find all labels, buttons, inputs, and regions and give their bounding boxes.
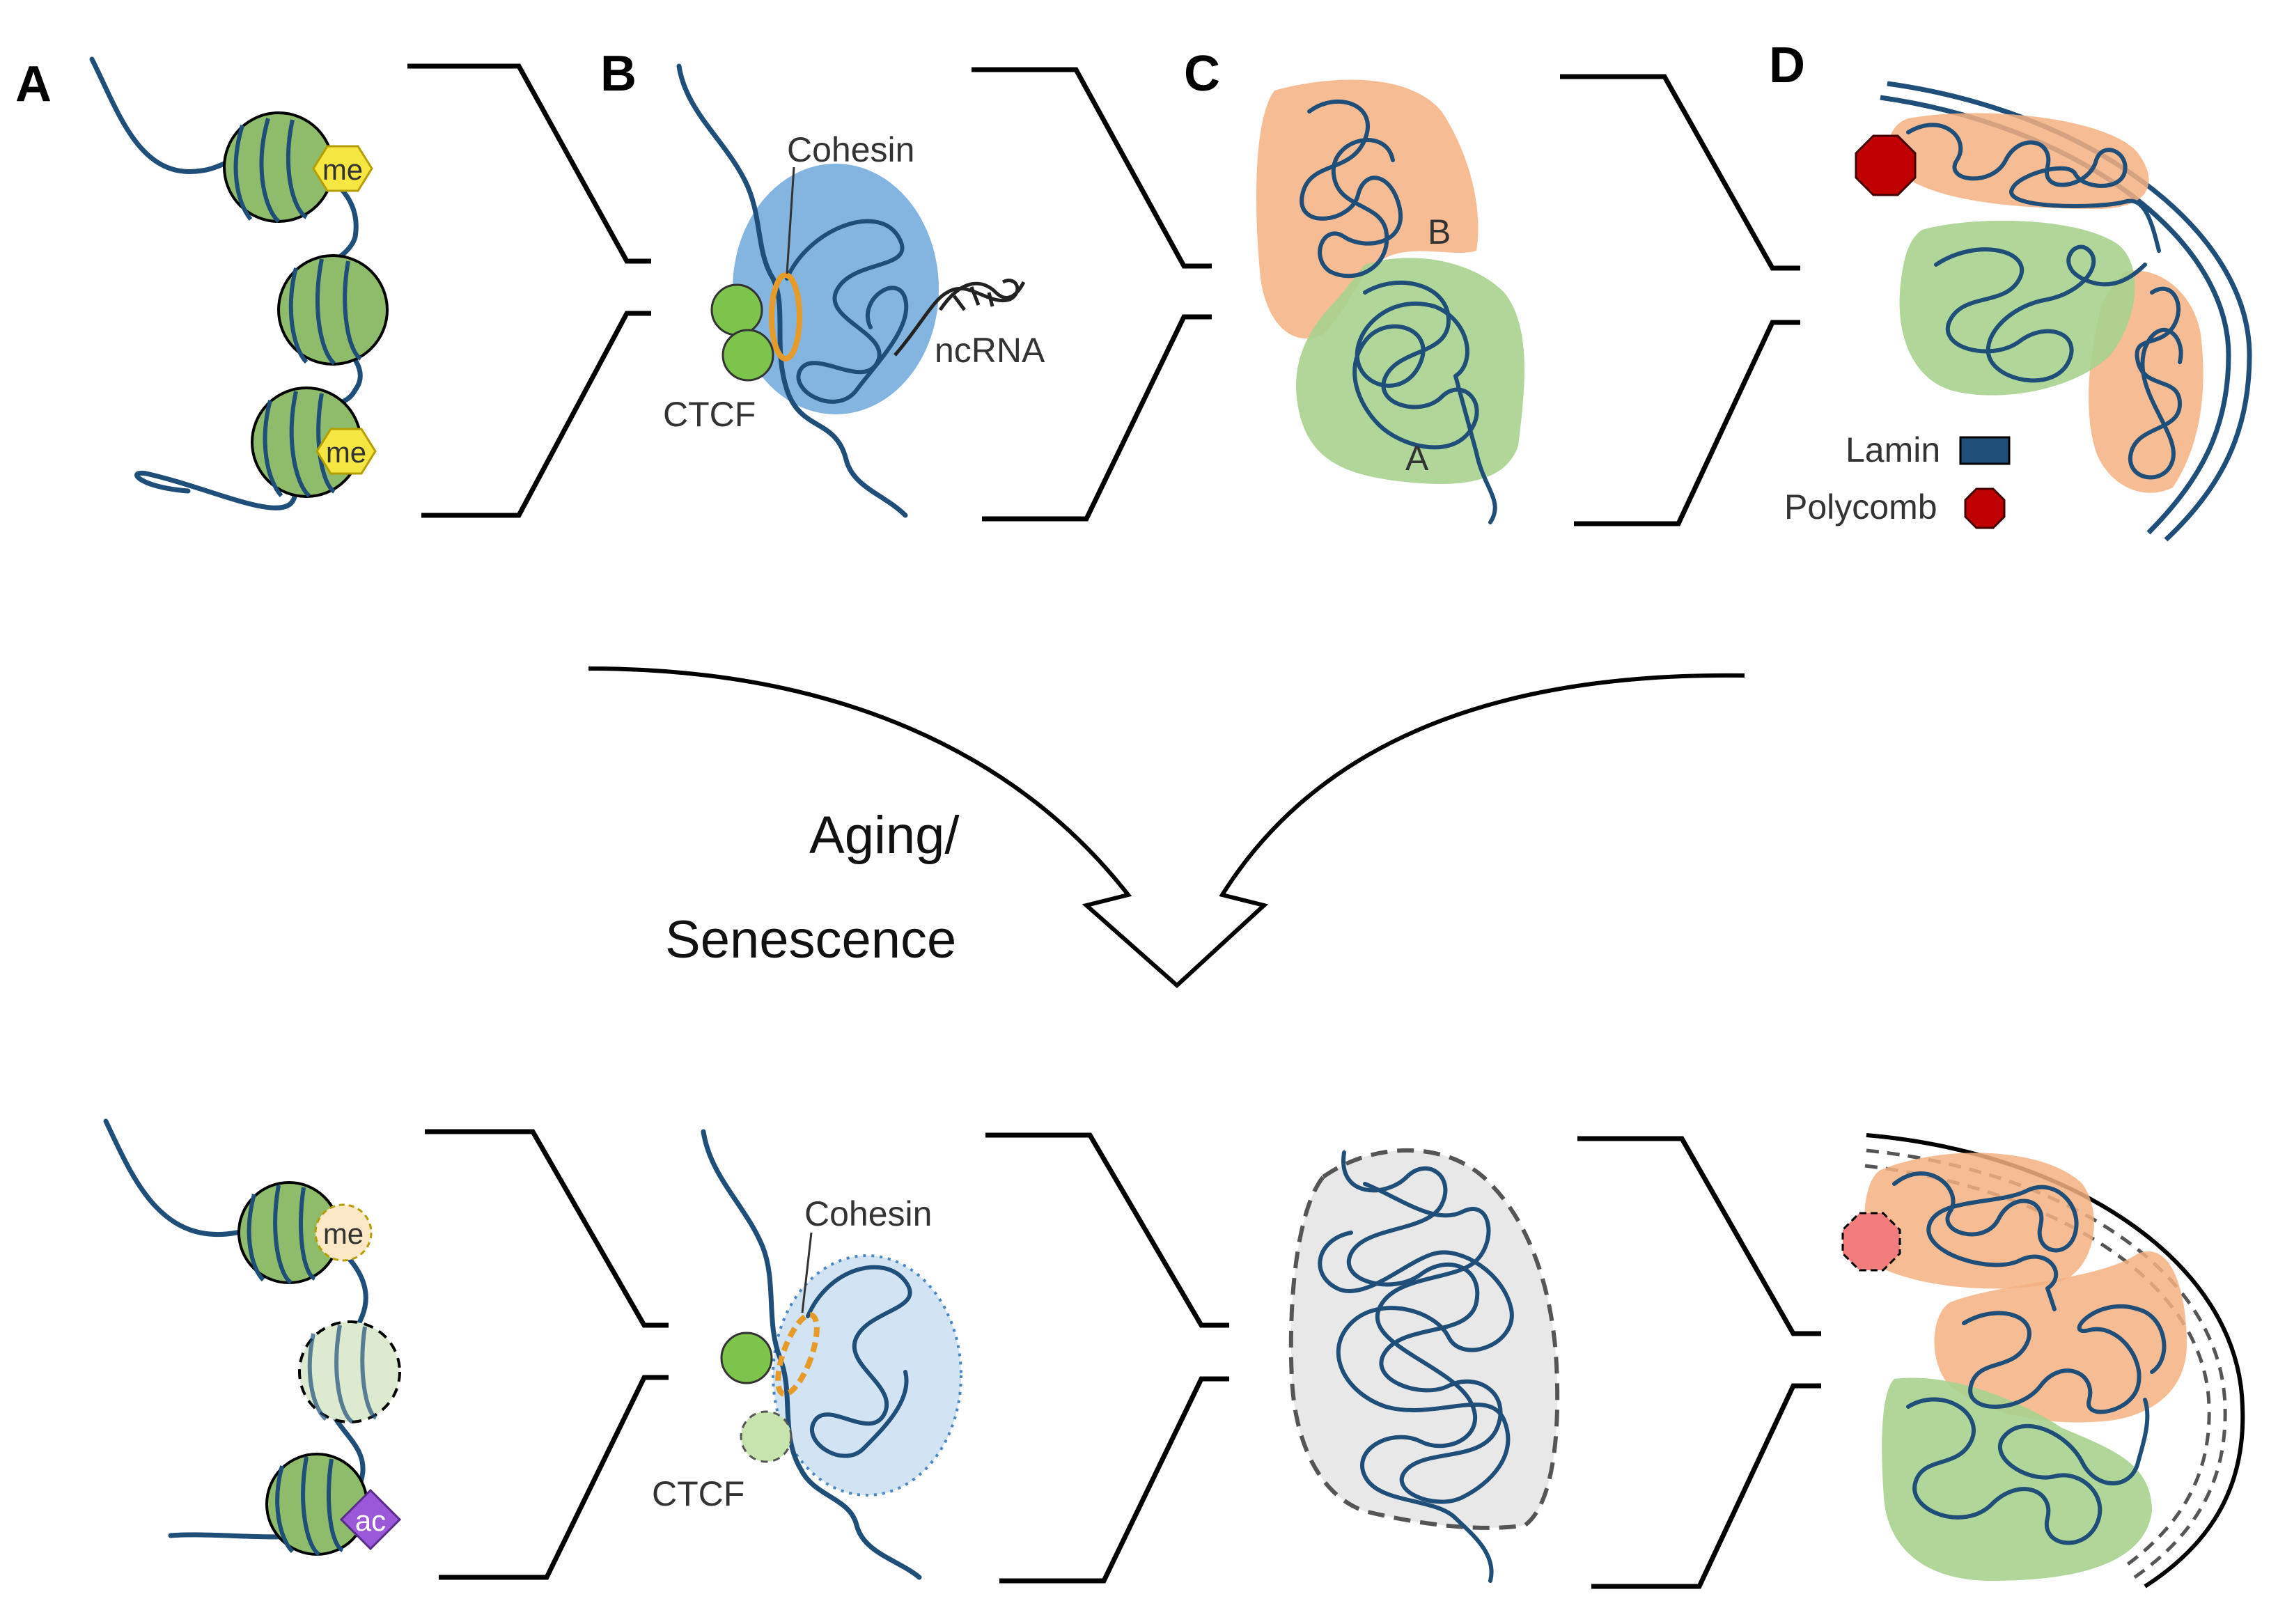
compartment-b-region: [1888, 113, 2149, 209]
methyl-mark-icon: [312, 145, 373, 192]
methyl-mark-label: me: [323, 1217, 364, 1250]
compartment-b-region: [1864, 1153, 2094, 1289]
ctcf-label: CTCF: [663, 395, 756, 434]
nucleosome-icon: [237, 1181, 341, 1285]
big-arrow-icon: [588, 666, 1745, 989]
ctcf-protein-icon: [720, 1332, 793, 1463]
acetyl-mark-label: ac: [355, 1504, 386, 1537]
panel-letter-b: B: [600, 46, 637, 102]
lamin-label: Lamin: [1846, 430, 1940, 469]
bracket-connector: [1560, 74, 1800, 526]
panel-letter-c: C: [1184, 46, 1220, 102]
transition-label-line2: Senescence: [665, 910, 956, 969]
compartment-a-region: [1296, 258, 1524, 484]
panel-b-aged: Cohesin CTCF: [652, 1129, 962, 1580]
tad-loop-coil: [806, 1265, 912, 1458]
panel-letter-d: D: [1769, 38, 1805, 93]
panel-d-young: D Lamin Polycomb: [1769, 38, 2252, 542]
panel-a-aged: me ac: [103, 1118, 402, 1556]
panel-c-young: C B A: [1184, 46, 1524, 524]
nucleosome-icon: [265, 1453, 368, 1556]
cohesin-ring-icon: [775, 1312, 820, 1397]
cohesin-leader-line: [786, 166, 795, 274]
ctcf-protein-icon: [710, 283, 774, 382]
cohesin-leader-line: [801, 1232, 813, 1313]
nuclear-lamina-inner: [1866, 1148, 2227, 1579]
tad-domain: [772, 1254, 962, 1497]
chromatin-coil: [1962, 1304, 2167, 1414]
panel-a-young: A me me: [15, 56, 389, 510]
polycomb-octagon-icon: [1841, 1212, 1901, 1272]
cohesin-ring-icon: [769, 272, 802, 361]
panel-b-young: B Cohesin CTCF ncRNA: [600, 46, 1045, 518]
chromatin-coil: [1318, 1150, 1514, 1504]
panel-c-aged: [1288, 1148, 1560, 1583]
bracket-connector: [425, 1129, 669, 1580]
polycomb-octagon-icon: [1964, 487, 2006, 529]
bracket-connector: [407, 63, 651, 518]
cohesin-label: Cohesin: [804, 1194, 932, 1233]
tad-loop-coil: [785, 219, 909, 404]
merged-compartment-region: [1288, 1148, 1560, 1530]
chromatin-coil: [1300, 99, 1403, 279]
chromatin-fiber: [701, 1129, 922, 1580]
nucleosome-icon: [298, 1320, 401, 1424]
chromatin-coil: [1906, 1397, 2150, 1545]
panel-d-aged: [1841, 1133, 2245, 1588]
compartment-a-region: [1882, 1377, 2152, 1581]
chromatin-coil: [1892, 1171, 2079, 1311]
methyl-mark-icon: [314, 1203, 373, 1262]
dna-helix-icon: [894, 279, 1026, 357]
polycomb-label: Polycomb: [1784, 487, 1937, 526]
compartment-b-label: B: [1428, 212, 1451, 251]
ncrna-label: ncRNA: [935, 331, 1045, 370]
bracket-connector: [972, 67, 1212, 522]
cohesin-label: Cohesin: [787, 130, 914, 169]
methyl-mark-label: me: [326, 436, 366, 469]
methyl-mark-icon: [315, 428, 377, 475]
compartment-b-region: [1934, 1251, 2187, 1423]
acetyl-mark-icon: [339, 1488, 402, 1551]
lamin-swatch-icon: [1959, 436, 2011, 465]
bracket-connector: [1577, 1136, 1821, 1589]
chromatin-coil: [1360, 1182, 1494, 1583]
compartment-a-label: A: [1405, 439, 1429, 478]
chromatin-coil: [2128, 286, 2183, 480]
nuclear-lamina-inner: [1864, 1164, 2211, 1569]
ctcf-label: CTCF: [652, 1474, 744, 1513]
chromatin-coil: [1352, 281, 1497, 524]
chromatin-fiber: [676, 63, 908, 518]
bracket-connector: [985, 1132, 1229, 1584]
methyl-mark-label: me: [322, 153, 363, 186]
nucleosome-icon: [277, 254, 389, 366]
chromatin-coil: [1934, 244, 2147, 383]
panel-letter-a: A: [15, 56, 52, 112]
transition-label-line1: Aging/: [809, 806, 960, 865]
chromatin-coil: [1906, 123, 2161, 253]
polycomb-octagon-icon: [1855, 134, 1917, 196]
